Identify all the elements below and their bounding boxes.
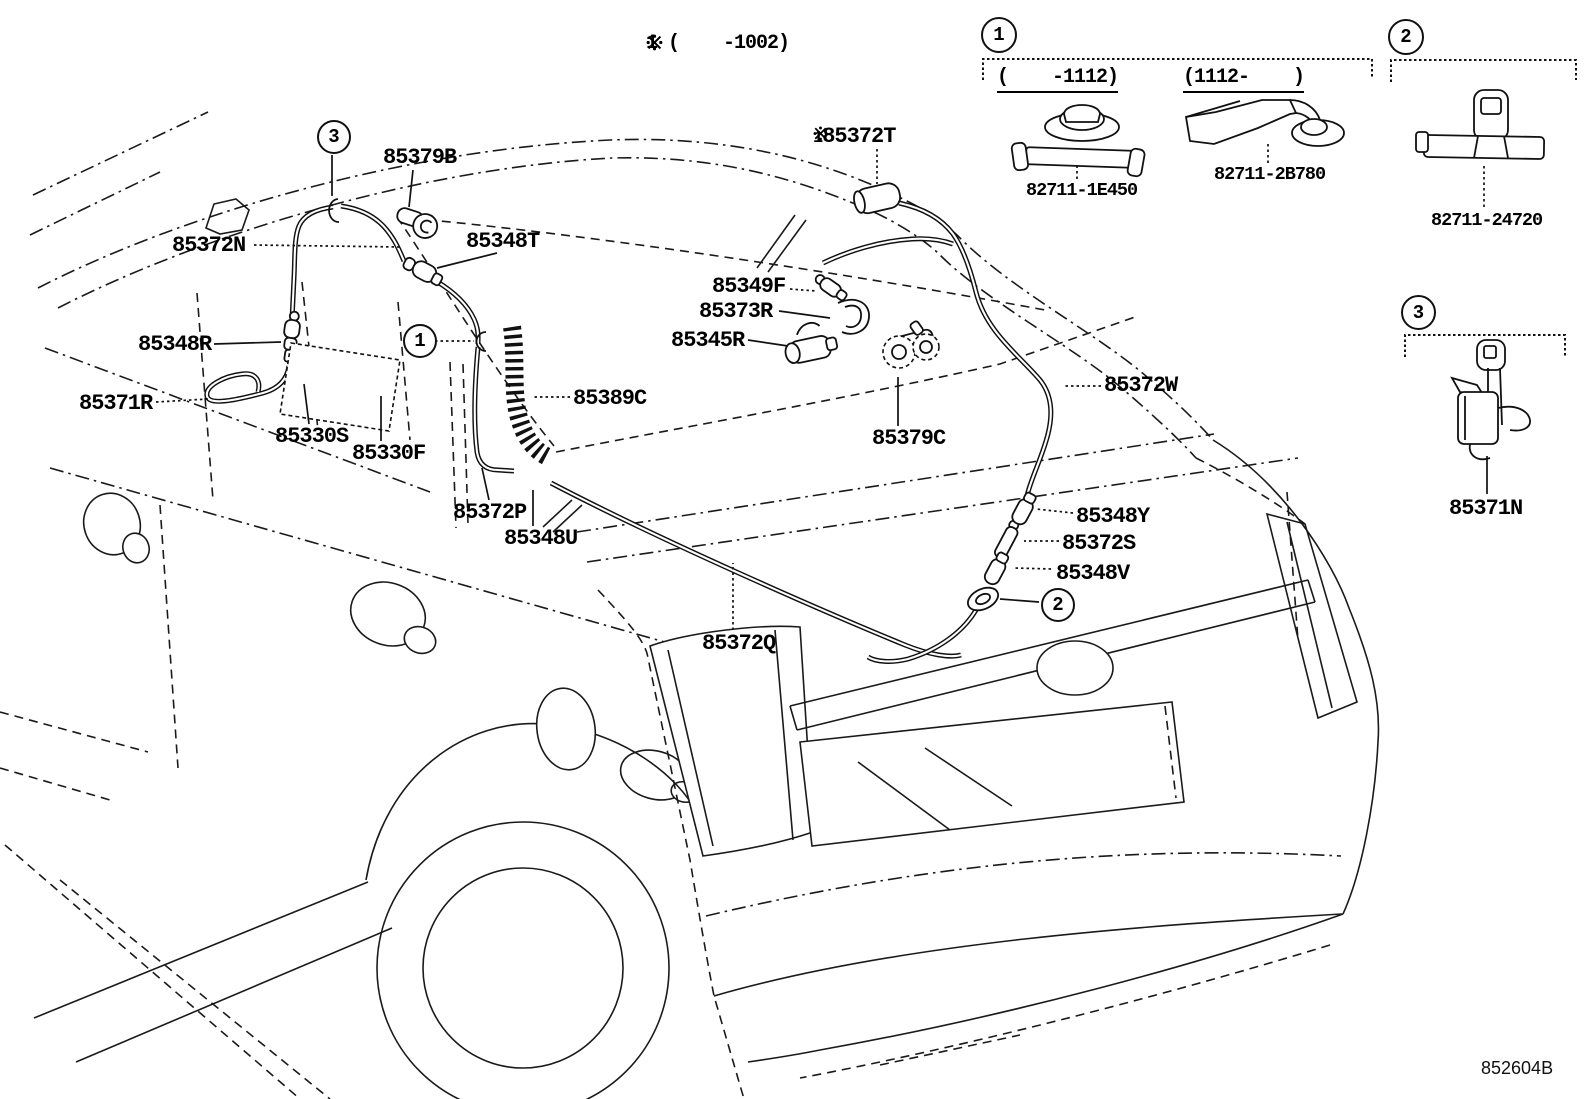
- part-label-85373R: 85373R: [699, 299, 773, 324]
- part-label-85372T: 185372T: [813, 124, 896, 150]
- ref-digit: 1: [813, 129, 823, 148]
- callout-3-clip: 3: [317, 120, 351, 154]
- part-label-85372W: 85372W: [1104, 373, 1178, 398]
- part-label-85372S: 85372S: [1062, 531, 1136, 556]
- fuel-door: [535, 687, 597, 771]
- part-label-85372Q: 85372Q: [702, 631, 776, 656]
- callout-digit: 1: [993, 24, 1005, 46]
- nozzle-85345R: [784, 322, 839, 364]
- right-quarter-panel: [1195, 439, 1380, 915]
- tail-lamp-left: [649, 625, 814, 857]
- part-label-85371R: 85371R: [79, 391, 153, 416]
- door-handle-front: [349, 581, 437, 655]
- top-note: 1 ( -1002): [646, 32, 790, 55]
- callout-1-clamp: 1: [403, 324, 437, 358]
- washer-hoses: [204, 200, 1054, 664]
- washer-parts: [279, 182, 1037, 612]
- valve-85373R: [837, 298, 870, 335]
- rear-hatch-details: [542, 214, 1380, 1099]
- joint-85349F: [814, 274, 848, 302]
- coiled-hose-85389C: [503, 325, 553, 466]
- date-range-late: (1112- ): [1183, 68, 1305, 93]
- callout-digit: 2: [1052, 594, 1064, 616]
- license-plate-recess: [799, 701, 1185, 847]
- panel-callout-2: 2: [1388, 19, 1424, 55]
- leader-lines: [155, 141, 1488, 630]
- callout-digit: 3: [328, 126, 340, 148]
- joint-85348V: [983, 551, 1010, 586]
- bracket-group2: [1390, 59, 1577, 82]
- bracket-group1: [982, 58, 1373, 80]
- callout-2-clamp: 2: [1041, 588, 1075, 622]
- hose-clamp-ring: [475, 331, 487, 352]
- rear-bumper: [705, 852, 1344, 1079]
- screw-85379B: [396, 207, 439, 239]
- part-label-85379C: 85379C: [872, 426, 946, 451]
- part-drawing-85371N: [1450, 339, 1531, 461]
- nozzle-85379C: [882, 320, 940, 369]
- part-label-85349F: 85349F: [712, 274, 786, 299]
- reference-mark-icon: [646, 34, 663, 51]
- panel-callout-3: 3: [1401, 295, 1436, 330]
- callout-digit: 3: [1412, 301, 1425, 324]
- part-label-85330F: 85330F: [352, 441, 426, 466]
- hose-clip-ring: [328, 198, 340, 223]
- diagram-code: 852604B: [1481, 1058, 1554, 1078]
- part-label-85372N: 85372N: [172, 233, 246, 258]
- callout-digit: 1: [414, 330, 426, 352]
- panel-callout-1: 1: [981, 17, 1017, 53]
- part-label-85389C: 85389C: [573, 386, 647, 411]
- part-label-85348V: 85348V: [1056, 561, 1130, 586]
- part-label-85345R: 85345R: [671, 328, 745, 353]
- reference-panel: [982, 58, 1577, 461]
- joint-85348T: [402, 256, 444, 287]
- part-number: 85372T: [822, 124, 896, 149]
- tail-lamp-right: [1265, 512, 1358, 720]
- part-label-82711-2B780: 82711-2B780: [1214, 164, 1326, 185]
- part-label-85348U: 85348U: [504, 526, 578, 551]
- part-label-85348Y: 85348Y: [1076, 504, 1150, 529]
- eyelet-clamp: [966, 586, 1000, 612]
- grommet-85372T: [853, 182, 902, 215]
- callout-digit: 2: [1400, 26, 1412, 48]
- part-label-85371N: 85371N: [1449, 496, 1523, 521]
- part-label-85330S: 85330S: [275, 424, 349, 449]
- side-mirror: [82, 198, 250, 564]
- part-label-82711-1E450: 82711-1E450: [1026, 180, 1138, 201]
- part-drawing-82711-2B780: [1184, 99, 1345, 147]
- car-body-outline: [0, 111, 1299, 1099]
- date-range-early: ( -1112): [997, 68, 1119, 93]
- part-label-85372P: 85372P: [453, 500, 527, 525]
- toyota-emblem: [1036, 640, 1114, 696]
- top-note-range: ( -1002): [657, 32, 790, 55]
- nozzle-dashed-box: [279, 342, 401, 432]
- reference-mark-icon: [813, 126, 828, 141]
- part-label-85379B: 85379B: [383, 145, 457, 170]
- part-drawing-82711-1E450: [1010, 104, 1146, 178]
- part-label-82711-24720: 82711-24720: [1431, 210, 1543, 231]
- part-label-85348T: 85348T: [466, 229, 540, 254]
- part-drawing-82711-24720: [1415, 89, 1546, 160]
- part-label-85348R: 85348R: [138, 332, 212, 357]
- bracket-group3: [1404, 334, 1566, 357]
